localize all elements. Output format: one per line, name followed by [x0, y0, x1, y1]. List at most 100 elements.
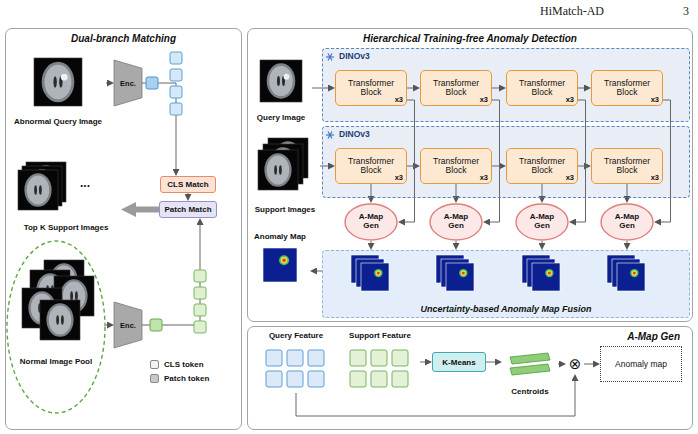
- scan-frame: [260, 60, 302, 102]
- connector-arrow: [542, 241, 543, 243]
- token-square: [150, 319, 162, 331]
- centroid-bar: [510, 353, 550, 364]
- node-label: Transformer Block: [425, 157, 487, 176]
- match-box: Patch Match: [159, 201, 217, 218]
- amap-gen-circle: A-Map Gen: [344, 203, 398, 241]
- token-square: [170, 69, 182, 81]
- map-blob: [377, 272, 380, 275]
- map-blob: [632, 270, 638, 276]
- node-label: A-Map Gen: [609, 213, 645, 231]
- node-label: DINOv3: [323, 127, 689, 139]
- transformer-block: Transformer Blockx3: [506, 70, 578, 106]
- node-label: Enc.: [120, 79, 136, 88]
- brain-scan: [34, 58, 82, 106]
- legend-row: Patch token: [150, 374, 209, 383]
- repeat-count: x3: [395, 173, 403, 182]
- ellipse-outline: [6, 240, 106, 414]
- node-label: Transformer Block: [511, 157, 573, 176]
- legend-row: CLS token: [150, 360, 209, 369]
- ellipse-border: [345, 204, 397, 240]
- connector-arrow: [578, 88, 584, 89]
- brain-inner: [269, 66, 293, 96]
- encoder-block: Enc.: [114, 302, 142, 348]
- frozen-icon-stroke: [328, 132, 332, 139]
- map-blob: [462, 272, 465, 275]
- map-blob: [279, 255, 289, 265]
- fusion-band: Uncertainty-based Anomaly Map Fusion: [322, 250, 690, 318]
- node-label: Top K Support Images: [24, 223, 109, 232]
- map-ground: [263, 248, 297, 282]
- map-ground: [361, 263, 389, 291]
- node-label: Hierarchical Training-free Anomaly Detec…: [248, 29, 692, 44]
- connector-arrow: [312, 88, 328, 89]
- node-label: Uncertainty-based Anomaly Map Fusion: [420, 304, 591, 317]
- token-square: [194, 270, 206, 282]
- connector-arrow: [142, 225, 200, 325]
- amap-gen-circle: A-Map Gen: [600, 203, 654, 241]
- token-square: [194, 287, 206, 299]
- node-label: Patch Match: [164, 205, 211, 214]
- map-blob: [547, 270, 553, 276]
- connector-arrow: [106, 83, 107, 84]
- anomaly-map-tile: [361, 263, 389, 291]
- connector-arrow: [456, 241, 457, 243]
- backbone-band: DINOv3Transformer Blockx3 Transformer Blo…: [322, 48, 690, 122]
- map-ground: [532, 263, 560, 291]
- token-square: [170, 103, 182, 115]
- node-label: A-Map Gen: [524, 213, 560, 231]
- transformer-block: Transformer Blockx3: [420, 148, 492, 184]
- node-label: Transformer Block: [340, 157, 402, 176]
- connector-arrow: [407, 88, 413, 89]
- transformer-block: Transformer Blockx3: [335, 148, 407, 184]
- node-label: CLS Match: [167, 180, 208, 189]
- image-node: Query Image: [250, 58, 312, 122]
- ellipsis-mark: ...: [80, 176, 90, 190]
- brain-ventricle: [277, 76, 280, 86]
- image-node: Anomaly Map: [250, 232, 310, 292]
- node-label: Transformer Block: [596, 79, 658, 98]
- brain-ventricle: [56, 315, 59, 325]
- panel: A-Map GenQuery FeatureSupport FeatureK-M…: [247, 326, 693, 430]
- connector-arrow: [584, 364, 593, 365]
- node-label: Support Feature: [349, 331, 411, 340]
- brain-inner: [267, 156, 289, 185]
- node-label: Centroids: [511, 387, 548, 398]
- brain-scan: [258, 150, 298, 190]
- feature-square: [392, 350, 408, 366]
- node-label: A-Map Gen: [353, 213, 389, 231]
- amap-gen-circle: A-Map Gen: [429, 203, 483, 241]
- map-blob: [282, 259, 285, 262]
- brain-inner: [49, 306, 71, 335]
- connector-arrow: [296, 381, 575, 416]
- page-header: HiMatch-AD: [540, 4, 604, 19]
- connector-arrow: [542, 184, 543, 196]
- anomaly-map-tile: [532, 263, 560, 291]
- brain-outer: [42, 62, 75, 102]
- node-label: Query Feature: [269, 331, 323, 340]
- lesion-spot: [284, 74, 290, 80]
- map-blob: [630, 269, 638, 277]
- brain-inner: [45, 65, 72, 100]
- frozen-icon: [326, 54, 334, 61]
- brain-ventricle: [61, 315, 64, 325]
- feature-square: [266, 371, 282, 387]
- anomaly-map-tile: [617, 263, 645, 291]
- connector-arrow: [558, 364, 559, 365]
- brain-outer: [267, 63, 296, 98]
- node-label: Query Image: [257, 113, 305, 122]
- connector-arrow: [407, 166, 413, 167]
- connector-arrow: [492, 166, 499, 167]
- node-label: K-Means: [442, 358, 475, 367]
- connector-arrow: [420, 362, 425, 363]
- feature-square: [287, 371, 303, 387]
- legend-label: CLS token: [164, 360, 204, 369]
- node-label: Anomaly Map: [254, 232, 306, 241]
- node-label: DINOv3: [323, 49, 689, 61]
- map-blob: [281, 257, 288, 264]
- connector-arrow: [106, 325, 107, 326]
- node-label: ⊗: [569, 357, 582, 372]
- image-node: Support Images: [250, 136, 320, 214]
- amap-gen-circle: A-Map Gen: [515, 203, 569, 241]
- map-blob: [376, 270, 382, 276]
- node-label: Anomaly map: [615, 359, 667, 369]
